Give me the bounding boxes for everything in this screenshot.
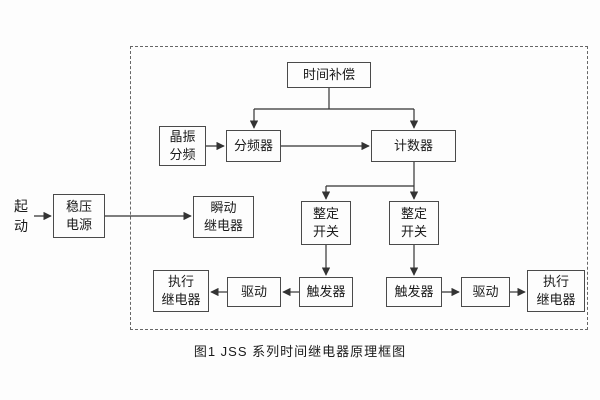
block-drive-left: 驱动 — [227, 277, 281, 307]
block-setting-switch-right: 整定 开关 — [389, 201, 439, 245]
block-setting-switch-left: 整定 开关 — [301, 201, 351, 245]
block-regulated-power: 稳压 电源 — [53, 194, 105, 238]
block-label: 开关 — [312, 224, 339, 239]
block-trigger-right: 触发器 — [386, 277, 442, 307]
start-label: 起 动 — [8, 196, 34, 236]
block-exec-relay-left: 执行 继电器 — [153, 270, 209, 312]
block-label: 时间补偿 — [302, 67, 355, 82]
block-instant-relay: 瞬动 继电器 — [193, 196, 254, 238]
block-crystal-divider: 晶振 分频 — [159, 126, 206, 166]
block-label: 继电器 — [536, 292, 576, 307]
block-drive-right: 驱动 — [461, 277, 510, 307]
start-label-line1: 起 — [14, 198, 28, 214]
block-label: 整定 — [400, 206, 427, 221]
block-label: 分频器 — [233, 138, 273, 153]
block-label: 电源 — [65, 217, 92, 232]
dashed-boundary — [130, 46, 588, 330]
block-label: 开关 — [400, 224, 427, 239]
block-label: 晶振 — [169, 129, 196, 144]
block-label: 瞬动 — [210, 200, 237, 215]
block-label: 整定 — [312, 206, 339, 221]
block-label: 继电器 — [161, 292, 201, 307]
block-label: 稳压 — [65, 199, 92, 214]
start-label-line2: 动 — [14, 218, 28, 234]
block-label: 计数器 — [393, 138, 433, 153]
block-counter: 计数器 — [371, 130, 456, 162]
block-label: 执行 — [167, 274, 194, 289]
figure-caption: 图1 JSS 系列时间继电器原理框图 — [193, 344, 407, 359]
block-time-compensation: 时间补偿 — [287, 62, 371, 88]
block-label: 驱动 — [472, 284, 499, 299]
block-label: 触发器 — [394, 284, 434, 299]
block-label: 执行 — [542, 274, 569, 289]
block-exec-relay-right: 执行 继电器 — [527, 270, 585, 312]
block-label: 驱动 — [240, 284, 267, 299]
block-trigger-left: 触发器 — [299, 277, 353, 307]
block-label: 继电器 — [203, 218, 243, 233]
block-label: 触发器 — [306, 284, 346, 299]
block-label: 分频 — [169, 147, 196, 162]
block-frequency-divider: 分频器 — [226, 130, 281, 162]
